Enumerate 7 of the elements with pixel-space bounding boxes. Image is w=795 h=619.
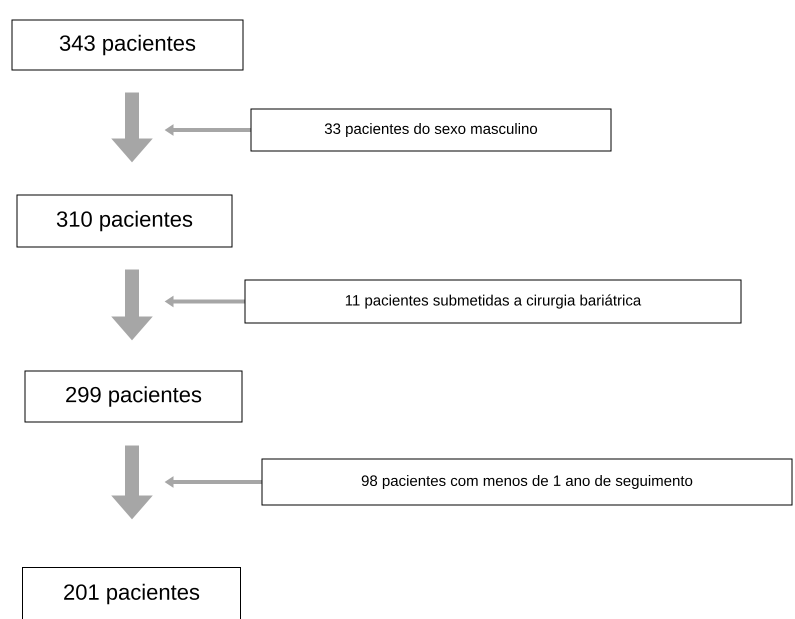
- exclusion-box: 11 pacientes submetidas a cirurgia bariátrica: [244, 280, 742, 324]
- count-box: 343 pacientes: [12, 20, 244, 70]
- count-box: 299 pacientes: [24, 370, 242, 422]
- exclusion-box: 98 pacientes com menos de 1 ano de seguimento: [262, 458, 792, 506]
- count-box: 310 pacientes: [16, 194, 232, 248]
- exclusion-box: 33 pacientes do sexo masculino: [250, 108, 612, 152]
- count-box: 201 pacientes: [22, 567, 241, 619]
